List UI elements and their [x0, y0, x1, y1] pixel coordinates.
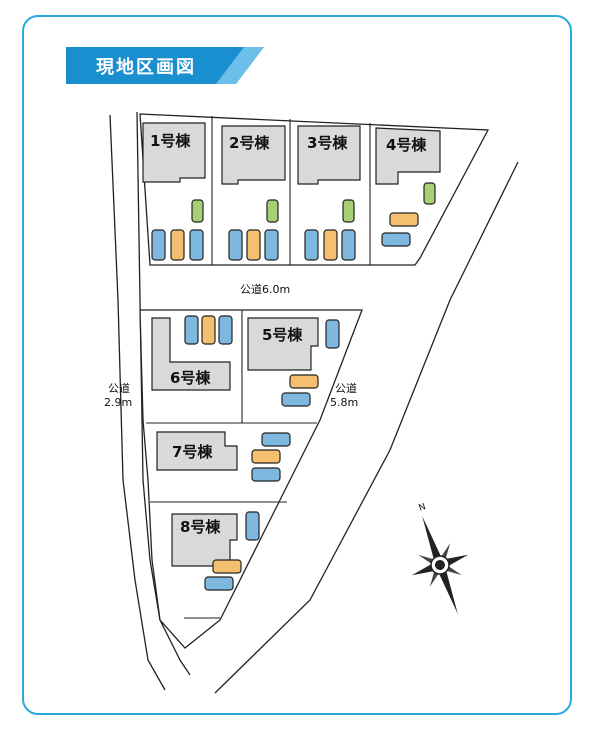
title-banner: [66, 47, 264, 84]
lot-label-7: 7号棟: [172, 443, 213, 461]
house-6: [151, 317, 231, 391]
parking-lot-8: [204, 511, 260, 591]
lot-label-8: 8号棟: [180, 518, 221, 536]
house-3: [297, 125, 361, 185]
lot-label-6: 6号棟: [170, 369, 211, 387]
west-road-width: 2.9m: [104, 396, 132, 409]
parking-lot-3: [304, 199, 356, 261]
parking-lot-7: [251, 432, 291, 482]
east-road-edge-1: [214, 161, 519, 694]
west-lot-edge: [136, 111, 191, 676]
map-title: 現地区画図: [96, 57, 196, 78]
lot-label-4: 4号棟: [386, 136, 427, 154]
east-road-width: 5.8m: [330, 396, 358, 409]
parking-lot-2: [228, 199, 279, 261]
east-road-name: 公道: [335, 381, 357, 395]
parking-lot-4: [381, 182, 436, 247]
house-8: [171, 513, 238, 567]
house-2: [221, 125, 286, 185]
parking-lot-6: [184, 315, 233, 345]
parking-lot-5: [281, 319, 340, 407]
west-road-name: 公道: [108, 381, 130, 395]
compass-north-label: N: [418, 502, 428, 514]
compass-rose-icon: N: [411, 502, 469, 614]
house-4: [375, 127, 441, 185]
parking-lot-1: [151, 199, 204, 261]
house-1: [142, 122, 206, 183]
lot-label-5: 5号棟: [262, 326, 303, 344]
house-5: [247, 317, 319, 371]
west-road-edge: [109, 114, 166, 691]
lot-label-1: 1号棟: [150, 132, 191, 150]
house-7: [156, 431, 238, 471]
lot-label-3: 3号棟: [307, 134, 348, 152]
north-road-label: 公道6.0m: [240, 282, 290, 296]
lot-label-2: 2号棟: [229, 134, 270, 152]
